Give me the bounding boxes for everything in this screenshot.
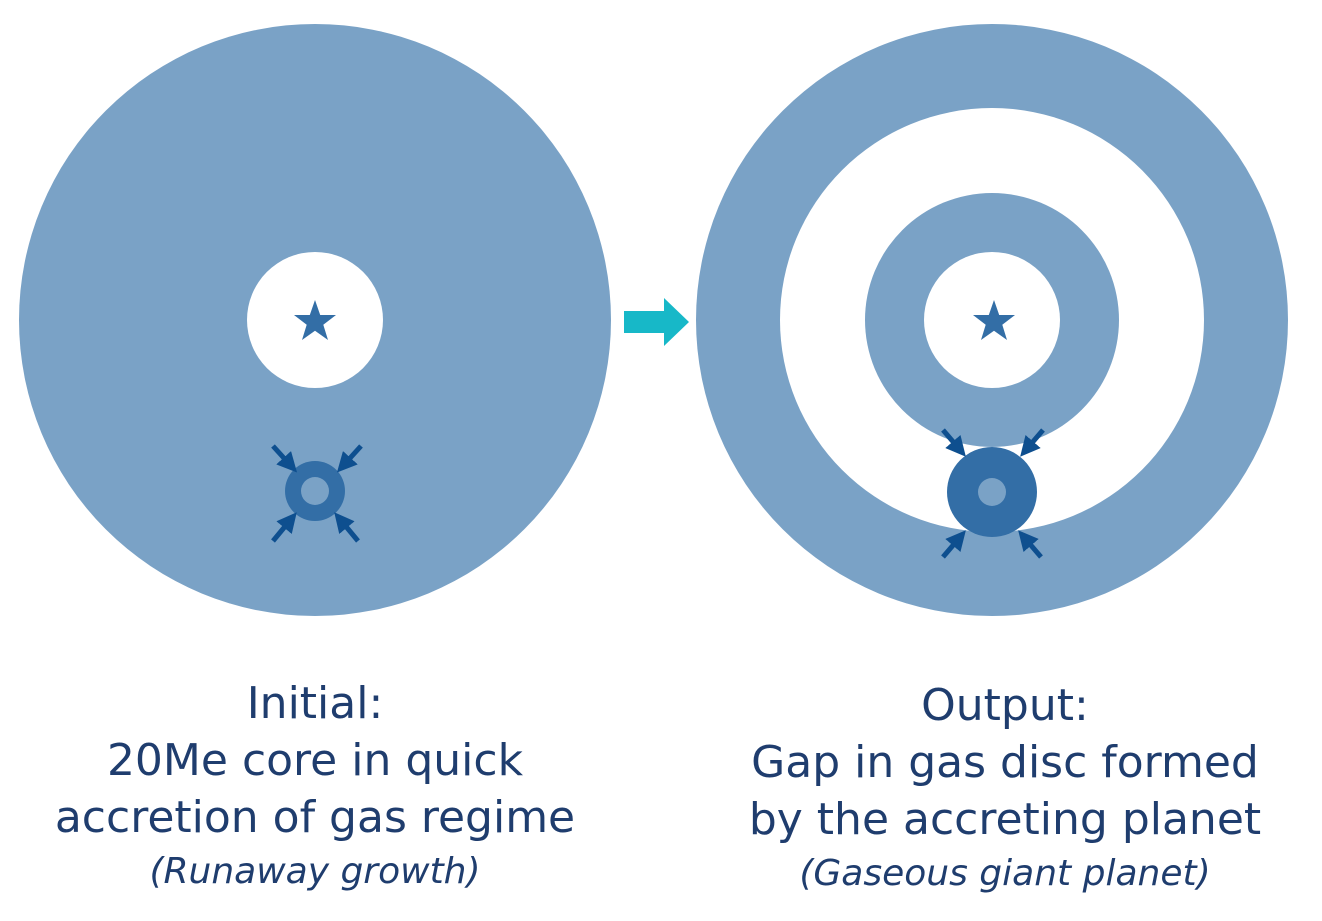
caption-subtitle: (Runaway growth) (149, 851, 481, 892)
star-icon (973, 300, 1015, 340)
output-caption: Output: Gap in gas disc formed by the ac… (690, 677, 1320, 900)
planet-core (285, 461, 345, 521)
caption-line: by the accreting planet (748, 794, 1262, 845)
caption-line: Gap in gas disc formed (751, 737, 1259, 788)
caption-line: 20Me core in quick (106, 735, 524, 786)
initial-caption: Initial: 20Me core in quick accretion of… (0, 675, 630, 898)
caption-title: Initial: (246, 678, 384, 729)
caption-title: Output: (921, 680, 1089, 731)
transition-arrow-icon (624, 298, 689, 346)
star-icon (294, 300, 336, 340)
accretion-arrows (271, 444, 363, 543)
accretion-arrows (941, 428, 1045, 559)
initial-disc (19, 24, 611, 616)
caption-subtitle: (Gaseous giant planet) (799, 853, 1211, 894)
caption-line: accretion of gas regime (54, 792, 576, 843)
output-disc (696, 24, 1288, 616)
giant-planet (947, 447, 1037, 537)
